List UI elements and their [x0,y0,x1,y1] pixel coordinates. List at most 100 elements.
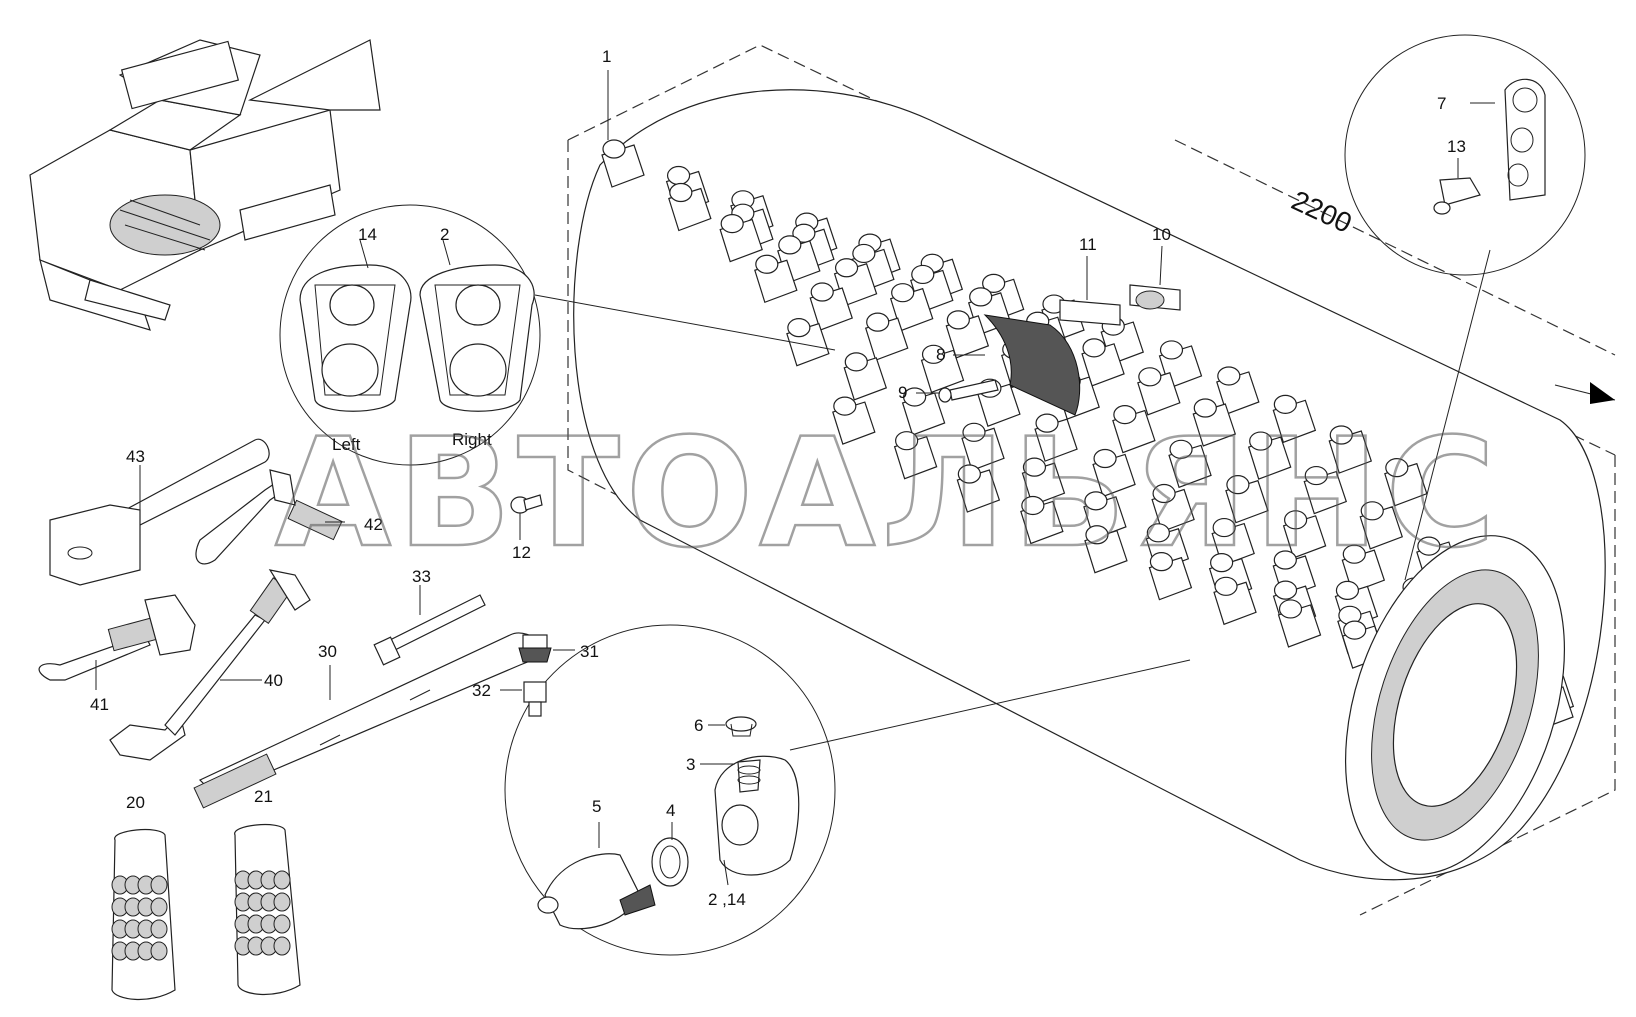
cutter-pick [982,273,1006,293]
tool-extractor-42 [195,469,345,565]
cutter-pick [778,235,802,255]
tool-socket-32 [500,681,547,717]
cutter-pick [1335,580,1360,600]
detail-circle-tool-assembly [504,624,1191,956]
dimension-2200: 2200 [1287,185,1357,239]
cutter-pick [1021,495,1045,516]
cutter-pick [834,258,859,278]
cutter-pick [1138,367,1162,387]
callout-30: 30 [318,642,337,661]
bag-item [150,941,168,961]
cutter-pick [962,422,986,442]
callout-9: 9 [898,383,907,402]
tool-extractor-41 [38,594,196,690]
bag-item [273,914,291,934]
cutter-pick [1149,552,1174,572]
cutter-pick [1084,491,1108,511]
callout-12: 12 [512,543,531,562]
cutter-pick [1212,517,1236,538]
cutter-pick [1082,338,1106,358]
cutter-pick [903,387,927,407]
cutter-pick [1217,366,1241,386]
cutter-pick [957,464,981,484]
bag-21-contents [234,870,291,956]
callout-14: 14 [358,225,377,244]
cutter-pick [1193,398,1217,418]
bag-20-contents [111,875,168,961]
part-bolt-12 [510,494,543,540]
cutter-pick [1249,431,1273,451]
cutter-pick [891,283,915,303]
cutter-pick [810,282,834,302]
callout-8: 8 [936,345,945,364]
cutter-pick [602,139,626,159]
cutter-pick [1278,599,1303,619]
cutter-pick [720,213,744,234]
callout-41: 41 [90,695,109,714]
callout-3: 3 [686,755,695,774]
callout-10: 10 [1152,225,1171,244]
cutter-pick [866,312,890,332]
cutter-pick [844,352,868,372]
tool-hammer [49,438,270,586]
callout-20: 20 [126,793,145,812]
cutter-pick [1035,413,1059,433]
tool-torque-wrench-30 [193,632,546,809]
cutter-pick [1304,465,1328,486]
bag-item [273,870,291,890]
cutter-pick [1214,576,1238,596]
cutter-pick [669,182,693,203]
cutter-pick [895,431,919,451]
cutter-pick [921,344,946,364]
cutter-pick [1146,523,1170,543]
callout-13: 13 [1447,137,1466,156]
cutter-pick [1152,483,1176,504]
callout-33: 33 [412,567,431,586]
bag-item [150,875,168,895]
label-left: Left [332,435,361,454]
bag-item [273,892,291,912]
callout-labels: 1 14 2 Left Right 43 42 12 33 31 30 40 3… [90,47,1466,909]
tool-fork-40 [109,569,311,761]
bag-21 [234,824,301,996]
cutter-pick [1417,536,1441,556]
cutter-pick [1022,457,1047,477]
callout-21: 21 [254,787,273,806]
watermark: АВТОАЛЬЯНС [275,407,1501,581]
cutter-pick [911,264,935,285]
callout-32: 32 [472,681,491,700]
cutter-pick [1226,475,1250,495]
cutter-pick [1169,439,1193,459]
cutter-pick [969,287,993,307]
cutter-pick [1273,394,1297,414]
cutter-pick [1273,580,1298,600]
cutter-pick [1113,404,1137,425]
cutter-pick [1329,425,1353,445]
callout-4: 4 [666,801,675,820]
cutter-pick [1343,620,1367,640]
bag-item [150,897,168,917]
cutter-pick [852,243,876,264]
cutter-pick [1360,501,1384,521]
callout-42: 42 [364,515,383,534]
callout-5: 5 [592,797,601,816]
cutter-pick [1093,448,1117,469]
bag-item [150,919,168,939]
cutter-pick [1273,550,1297,570]
cutter-pick [1342,544,1366,564]
callout-2-14: 2 ,14 [708,890,746,909]
tool-extension-33 [373,585,486,666]
callout-2: 2 [440,225,449,244]
milling-drum [567,44,1616,916]
callout-40: 40 [264,671,283,690]
cutter-pick [1085,525,1109,545]
callout-43: 43 [126,447,145,466]
label-right: Right [452,430,492,449]
detail-circle-holder-bases [279,204,836,466]
milling-machine-illustration [29,39,381,331]
cutter-pick [787,318,811,338]
cutter-pick [755,254,779,274]
cutter-pick [1385,458,1409,478]
callout-1: 1 [602,47,611,66]
